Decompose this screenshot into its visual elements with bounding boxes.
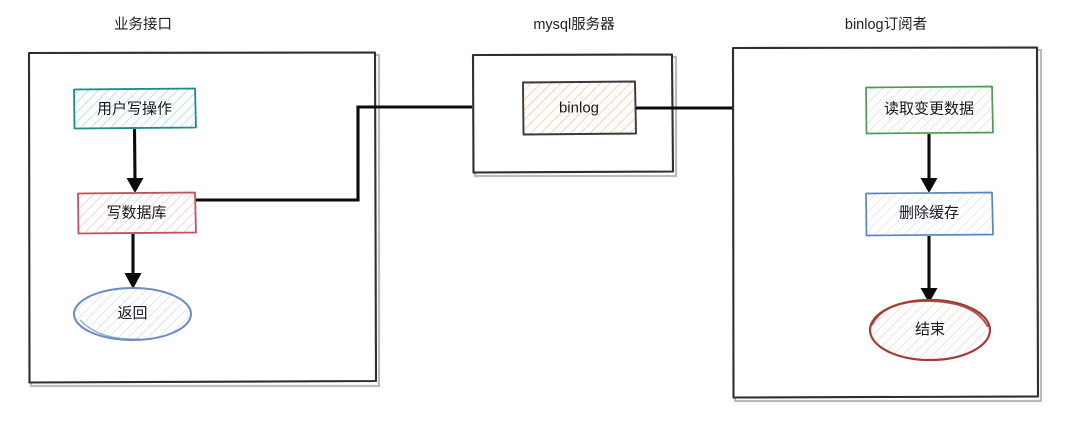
node-user-write-border bbox=[73, 87, 197, 130]
node-return[interactable]: 返回 bbox=[73, 287, 192, 341]
node-delete-cache-label: 删除缓存 bbox=[899, 204, 959, 221]
conn-user-write-to-write-db bbox=[126, 128, 144, 193]
lane-title-business: 业务接口 bbox=[114, 16, 172, 33]
node-read-change-border bbox=[865, 85, 994, 135]
node-binlog[interactable]: binlog bbox=[522, 80, 637, 136]
node-return-label: 返回 bbox=[117, 305, 147, 322]
lane-title-mysql: mysql服务器 bbox=[533, 16, 615, 33]
conn-delete-cache-to-end bbox=[920, 236, 938, 303]
node-write-db-border bbox=[77, 191, 197, 235]
node-binlog-label: binlog bbox=[559, 99, 599, 116]
lane-title-subscriber: binlog订阅者 bbox=[845, 16, 927, 33]
node-user-write[interactable]: 用户写操作 bbox=[73, 87, 197, 130]
node-end-label: 结束 bbox=[915, 321, 945, 338]
conn-read-change-to-delete-cache bbox=[920, 134, 938, 193]
node-write-db-label: 写数据库 bbox=[106, 204, 166, 221]
node-read-change[interactable]: 读取变更数据 bbox=[865, 85, 994, 135]
node-user-write-label: 用户写操作 bbox=[97, 100, 172, 117]
conn-write-db-to-return bbox=[124, 234, 142, 289]
node-write-db[interactable]: 写数据库 bbox=[77, 191, 197, 235]
node-return-border bbox=[73, 287, 192, 341]
node-delete-cache[interactable]: 删除缓存 bbox=[865, 191, 994, 237]
node-binlog-border bbox=[522, 80, 637, 136]
node-end-sketch-stroke bbox=[871, 299, 989, 328]
node-delete-cache-border bbox=[865, 191, 994, 237]
node-end[interactable]: 结束 bbox=[868, 298, 992, 362]
node-return-sketch-stroke bbox=[79, 319, 141, 340]
node-read-change-label: 读取变更数据 bbox=[884, 100, 974, 117]
